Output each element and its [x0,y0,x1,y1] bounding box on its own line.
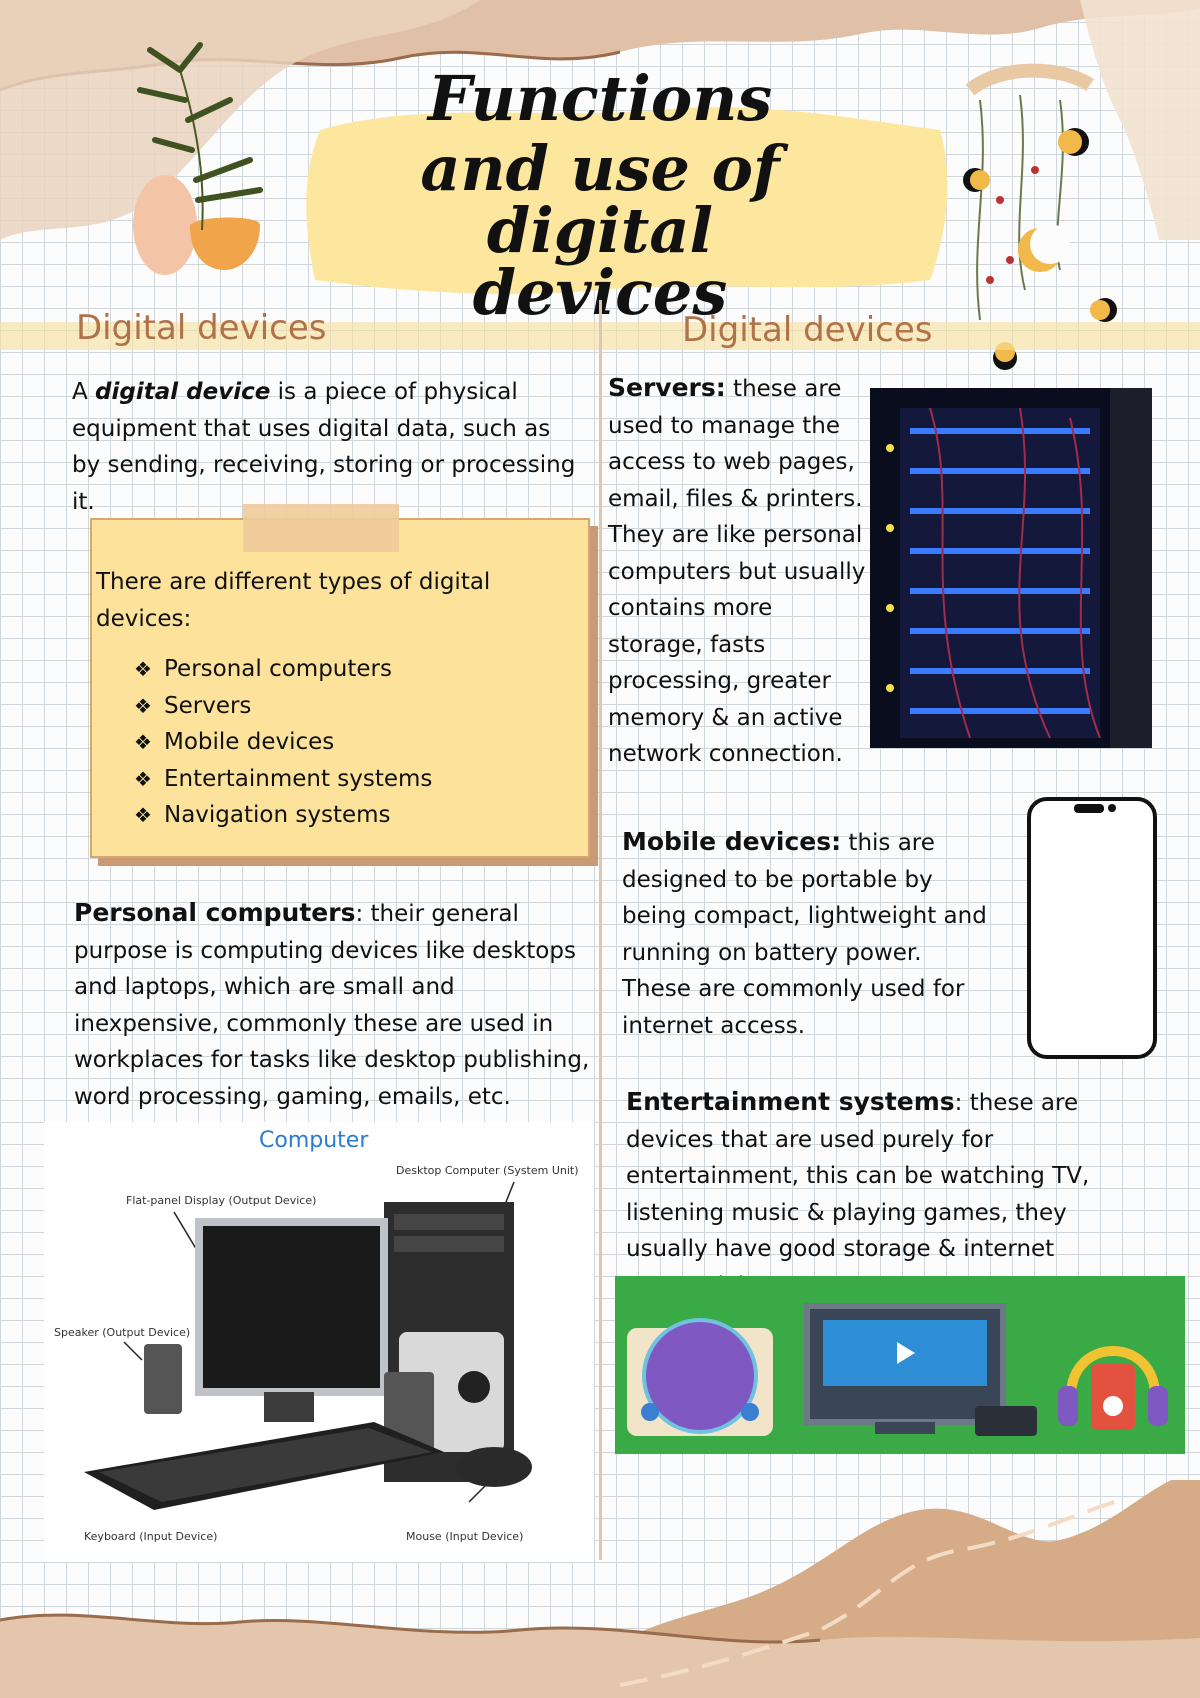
title-line-2: and use of digital [420,132,780,267]
list-item: ❖Navigation systems [92,797,588,834]
server-rack-photo [870,388,1152,748]
tape-decoration [243,504,399,552]
column-divider [599,300,602,1560]
bullet-icon: ❖ [134,657,152,681]
hanging-moon-decoration [963,63,1117,370]
label-system-unit: Desktop Computer (System Unit) [396,1164,579,1177]
intro-lead: A [72,379,96,405]
intro-term: digital device [95,379,271,405]
entertainment-paragraph: Entertainment systems: these are devices… [626,1084,1131,1304]
computer-figure-title: Computer [259,1128,369,1153]
intro-paragraph: A digital device is a piece of physical … [72,374,577,520]
mobile-devices-text: this are designed to be portable by bein… [622,830,987,1039]
left-section-heading: Digital devices [76,308,327,348]
computer-figure: Computer Desktop Computer (System Unit) … [44,1122,594,1562]
plant-pot-illustration [133,42,263,275]
mobile-devices-paragraph: Mobile devices: this are designed to be … [622,824,994,1044]
bottom-wave-decoration [0,1480,1200,1698]
intro-text: is a piece of physical equipment that us… [72,379,576,515]
label-speaker: Speaker (Output Device) [54,1326,191,1339]
types-note-text: There are different types of digital dev… [96,569,491,632]
label-display: Flat-panel Display (Output Device) [126,1194,317,1207]
list-item: ❖Mobile devices [92,724,588,761]
servers-text: these are used to manage the access to w… [608,376,866,767]
personal-computers-text: : their general purpose is computing dev… [74,901,590,1110]
smartphone-icon [1027,797,1157,1059]
page-title: Functions and use of digital devices [300,68,900,324]
title-highlight [306,107,948,295]
desktop-computer-illustration [84,1181,532,1510]
entertainment-illustration [615,1276,1185,1454]
list-item: ❖Entertainment systems [92,761,588,798]
bullet-icon: ❖ [134,693,152,718]
bullet-icon: ❖ [134,766,152,791]
servers-term: Servers: [608,373,726,402]
entertainment-term: Entertainment systems [626,1087,955,1116]
servers-paragraph: Servers: these are used to manage the ac… [608,370,870,773]
label-keyboard: Keyboard (Input Device) [84,1530,218,1543]
top-wave-decoration [0,0,1200,240]
label-mouse: Mouse (Input Device) [406,1530,524,1543]
right-section-heading: Digital devices [682,310,933,350]
personal-computers-term: Personal computers [74,898,356,927]
entertainment-text: : these are devices that are used purely… [626,1090,1090,1299]
list-item: ❖Servers [92,688,588,725]
bullet-icon: ❖ [134,730,152,754]
bullet-icon: ❖ [134,803,152,827]
types-list: ❖Personal computers ❖Servers ❖Mobile dev… [92,651,588,834]
personal-computers-paragraph: Personal computers: their general purpos… [74,895,604,1115]
title-line-1: Functions [427,62,773,135]
types-note-card: There are different types of digital dev… [90,518,590,858]
list-item: ❖Personal computers [92,651,588,688]
mobile-devices-term: Mobile devices: [622,827,842,856]
